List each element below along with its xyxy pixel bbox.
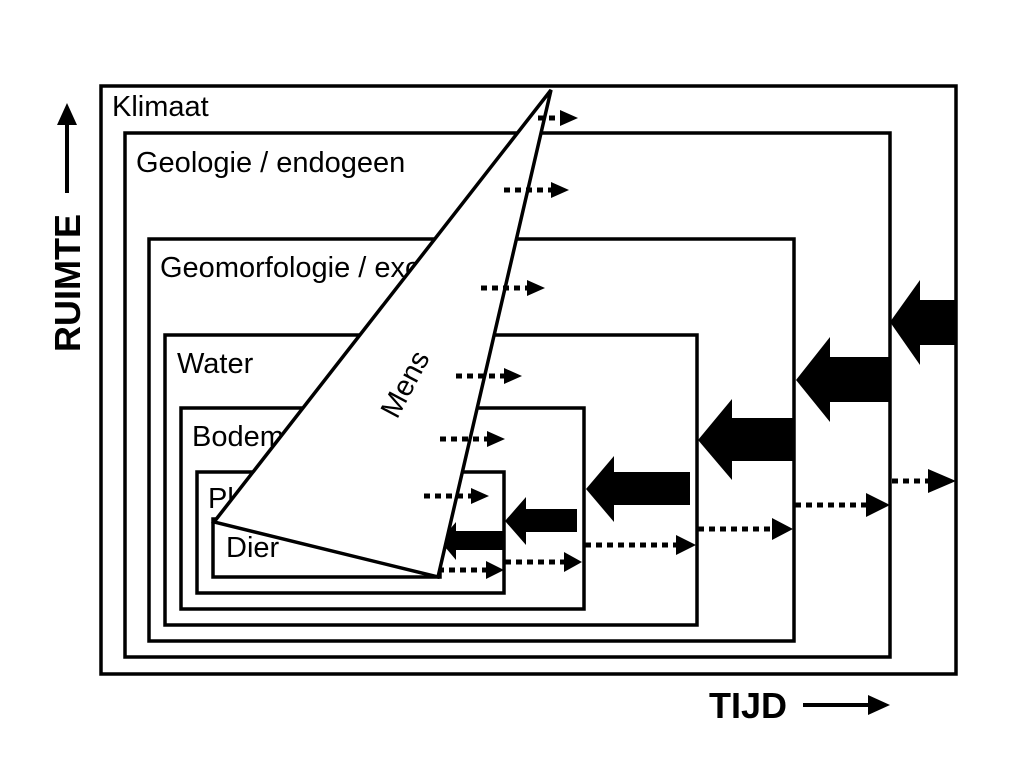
bodem-label: Bodem <box>192 421 284 453</box>
klimaat-box <box>99 84 958 676</box>
mens-arrow-1 <box>538 110 578 126</box>
tijd-axis-arrow <box>803 695 890 715</box>
dotted-arrow-bottom-3 <box>585 535 696 555</box>
tijd-axis-label: TIJD <box>709 685 787 726</box>
dotted-arrow-bottom-4 <box>698 518 793 540</box>
mens-arrow-2 <box>504 182 569 198</box>
water-label: Water <box>177 348 254 380</box>
dier-label: Dier <box>226 532 280 564</box>
dotted-arrow-bottom-6 <box>892 469 956 493</box>
solid-arrow-klimaat <box>890 280 956 365</box>
dotted-arrow-bottom-1 <box>438 561 504 579</box>
solid-arrow-geomorfologie <box>698 399 794 480</box>
klimaat-label: Klimaat <box>112 91 209 123</box>
geologie-label: Geologie / endogeen <box>136 147 405 179</box>
ruimte-axis-label: RUIMTE <box>47 214 88 352</box>
solid-arrow-bodem <box>505 497 577 545</box>
ruimte-axis-arrow <box>57 103 77 193</box>
mens-arrow-4 <box>456 368 522 384</box>
dotted-arrow-bottom-2 <box>505 552 582 572</box>
mens-arrow-6 <box>424 488 489 504</box>
solid-arrow-geologie <box>796 337 890 422</box>
mens-arrow-5 <box>440 431 505 447</box>
dotted-arrow-bottom-5 <box>795 493 890 517</box>
mens-arrow-3 <box>481 280 545 296</box>
solid-arrow-water <box>586 456 690 522</box>
mens-wedge <box>210 88 553 580</box>
